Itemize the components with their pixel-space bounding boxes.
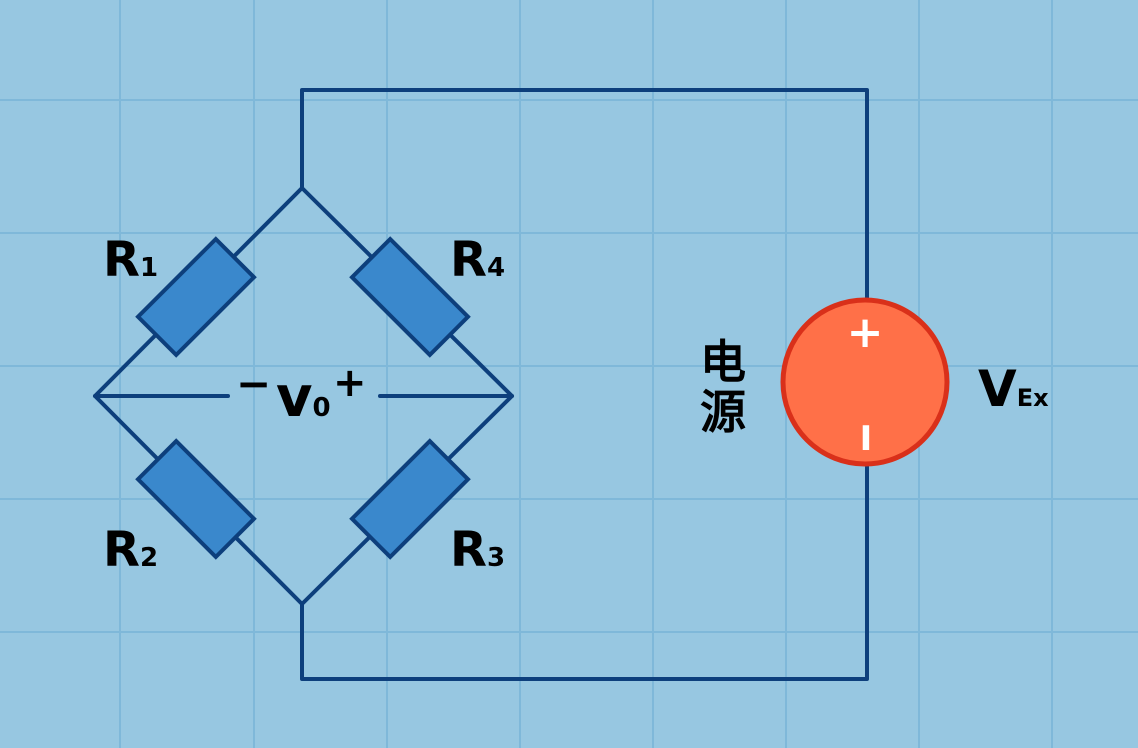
source-label-char-2: 源 [700, 385, 746, 439]
output-voltage-minus: − [236, 359, 271, 408]
label-r3: R3 [450, 522, 505, 578]
resistor-r3 [349, 438, 471, 560]
resistor-r4 [349, 236, 471, 358]
label-r4: R4 [450, 232, 505, 288]
top-wire [300, 88, 869, 302]
resistor-r1 [135, 236, 257, 358]
output-voltage-plus: + [333, 360, 367, 406]
voltage-source [780, 297, 950, 467]
source-voltage-label: VEx [978, 360, 1049, 418]
label-r1: R1 [103, 232, 158, 288]
bottom-wire [300, 463, 869, 681]
label-r2: R2 [103, 522, 158, 578]
resistor-r2 [135, 438, 257, 560]
source-minus-sign: I [860, 419, 873, 459]
circuit-wires [93, 88, 869, 681]
output-voltage-label: v0 [276, 365, 331, 430]
source-label-char-1: 电 [700, 335, 746, 389]
source-plus-sign: + [847, 307, 884, 358]
